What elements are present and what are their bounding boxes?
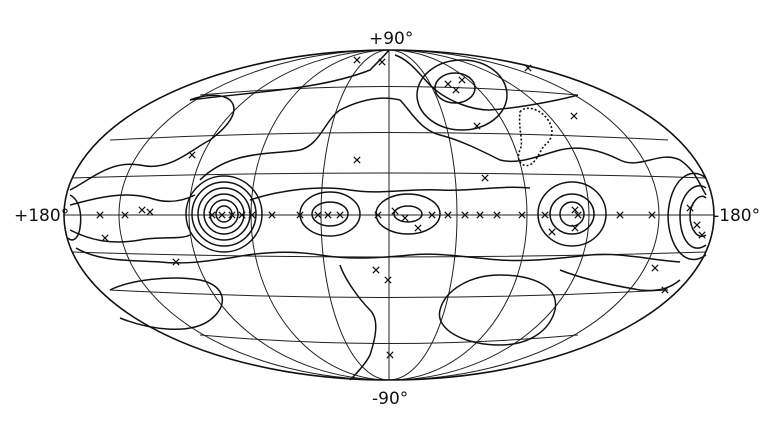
x-marker: [571, 224, 579, 232]
x-marker: [458, 76, 466, 84]
x-marker: [414, 224, 422, 232]
x-marker: [268, 211, 276, 219]
x-marker: [518, 211, 526, 219]
north-label: +90°: [369, 29, 413, 49]
x-marker: [314, 211, 322, 219]
x-marker: [238, 211, 246, 219]
x-marker: [324, 211, 332, 219]
x-marker: [121, 211, 129, 219]
x-marker: [524, 64, 532, 72]
x-marker: [570, 112, 578, 120]
left-label: +180°: [14, 206, 69, 226]
x-marker: [374, 211, 382, 219]
x-marker: [428, 211, 436, 219]
x-marker: [353, 56, 361, 64]
x-marker: [146, 208, 154, 216]
x-marker: [651, 264, 659, 272]
x-marker: [188, 151, 196, 159]
dotted-contour: [517, 107, 553, 167]
x-marker: [661, 286, 669, 294]
x-marker: [473, 122, 481, 130]
source-markers: [96, 56, 706, 359]
x-marker: [693, 221, 701, 229]
x-marker: [444, 80, 452, 88]
x-marker: [616, 211, 624, 219]
x-marker: [461, 211, 469, 219]
x-marker: [96, 211, 104, 219]
x-marker: [391, 207, 399, 215]
x-marker: [101, 234, 109, 242]
x-marker: [248, 211, 256, 219]
x-marker: [172, 258, 180, 266]
south-label: -90°: [372, 389, 408, 409]
contour-lines: [67, 49, 707, 381]
x-marker: [452, 86, 460, 94]
x-marker: [296, 211, 304, 219]
x-marker: [648, 211, 656, 219]
x-marker: [386, 351, 394, 359]
x-marker: [336, 211, 344, 219]
x-marker: [548, 228, 556, 236]
x-marker: [138, 206, 146, 214]
x-marker: [574, 211, 582, 219]
x-marker: [208, 211, 216, 219]
right-label: -180°: [713, 206, 760, 226]
x-marker: [493, 211, 501, 219]
x-marker: [698, 231, 706, 239]
x-marker: [384, 276, 392, 284]
x-marker: [541, 211, 549, 219]
x-marker: [372, 266, 380, 274]
x-marker: [686, 204, 694, 212]
x-marker: [378, 58, 386, 66]
x-marker: [571, 206, 579, 214]
x-marker: [228, 211, 236, 219]
x-marker: [353, 156, 361, 164]
x-marker: [218, 211, 226, 219]
x-marker: [481, 174, 489, 182]
x-marker: [444, 211, 452, 219]
x-marker: [476, 211, 484, 219]
x-marker: [401, 214, 409, 222]
